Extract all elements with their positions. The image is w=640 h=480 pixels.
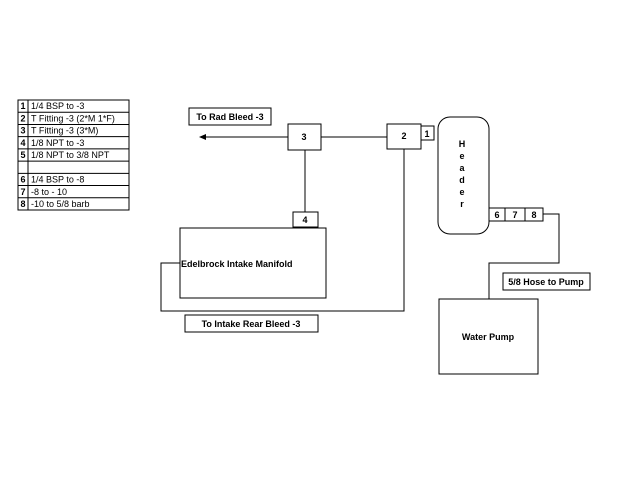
fitting-4-label: 4 [302,215,307,225]
fitting-1-label: 1 [424,129,429,139]
fitting-8-label: 8 [531,210,536,220]
fitting-3-label: 3 [301,132,306,142]
legend-description: 1/4 BSP to -8 [31,175,84,185]
fitting-2-box [386,123,422,150]
hose-to-pump-callout-box [502,272,591,291]
fitting-8-box [524,207,544,222]
water-pump: Water Pump [438,298,539,375]
legend-number: 6 [20,175,25,185]
water-pump-label: Water Pump [462,332,515,342]
header-tank-shape [437,116,490,235]
header-letter: e [459,187,464,197]
legend-description: 1/4 BSP to -3 [31,101,84,111]
legend-number: 1 [20,101,25,111]
legend-frame [17,99,130,211]
legend-description: -8 to - 10 [31,187,67,197]
fitting-1-box [420,125,435,141]
hose-to-pump-callout: 5/8 Hose to Pump [508,277,584,287]
hose-to-pump-line [488,213,560,299]
legend-description: T Fitting -3 (2*M 1*F) [31,113,115,123]
pipe-lines [160,134,560,312]
legend-description: 1/8 NPT to -3 [31,138,84,148]
rad-bleed-callout: To Rad Bleed -3 [196,112,263,122]
fitting-3-box [287,123,322,151]
water-pump-box [438,298,539,375]
legend-description: 1/8 NPT to 3/8 NPT [31,150,110,160]
fittings: 3 2 1 4 5 6 7 8 [287,123,544,243]
legend-number: 2 [20,113,25,123]
fitting-2-label: 2 [401,131,406,141]
header-tank: H e a d e r [437,116,490,235]
intake-rear-bleed-line [160,149,405,312]
fitting-legend: 1 1/4 BSP to -3 2 T Fitting -3 (2*M 1*F) 3 T … [17,99,130,211]
intake-rear-bleed-callout-box [184,314,319,333]
rad-bleed-callout-box [188,107,272,126]
header-letter: H [459,139,466,149]
rad-bleed-arrow [199,134,206,140]
legend-number: 3 [20,126,25,136]
header-letter: d [459,175,465,185]
manifold-box [179,227,327,299]
fitting-7-label: 7 [512,210,517,220]
callouts: To Rad Bleed -3 To Intake Rear Bleed -3 … [184,107,591,333]
intake-manifold: Edelbrock Intake Manifold [179,227,327,299]
manifold-label: Edelbrock Intake Manifold [181,259,293,269]
legend-number: 4 [20,138,25,148]
header-letter: r [460,199,464,209]
header-letter: a [459,163,465,173]
intake-rear-bleed-callout: To Intake Rear Bleed -3 [202,319,301,329]
legend-description: T Fitting -3 (3*M) [31,126,98,136]
legend-number: 8 [20,199,25,209]
header-letter: e [459,151,464,161]
legend-number: 5 [20,150,25,160]
legend-description: -10 to 5/8 barb [31,199,90,209]
legend-number: 7 [20,187,25,197]
fitting-6-label: 6 [494,210,499,220]
